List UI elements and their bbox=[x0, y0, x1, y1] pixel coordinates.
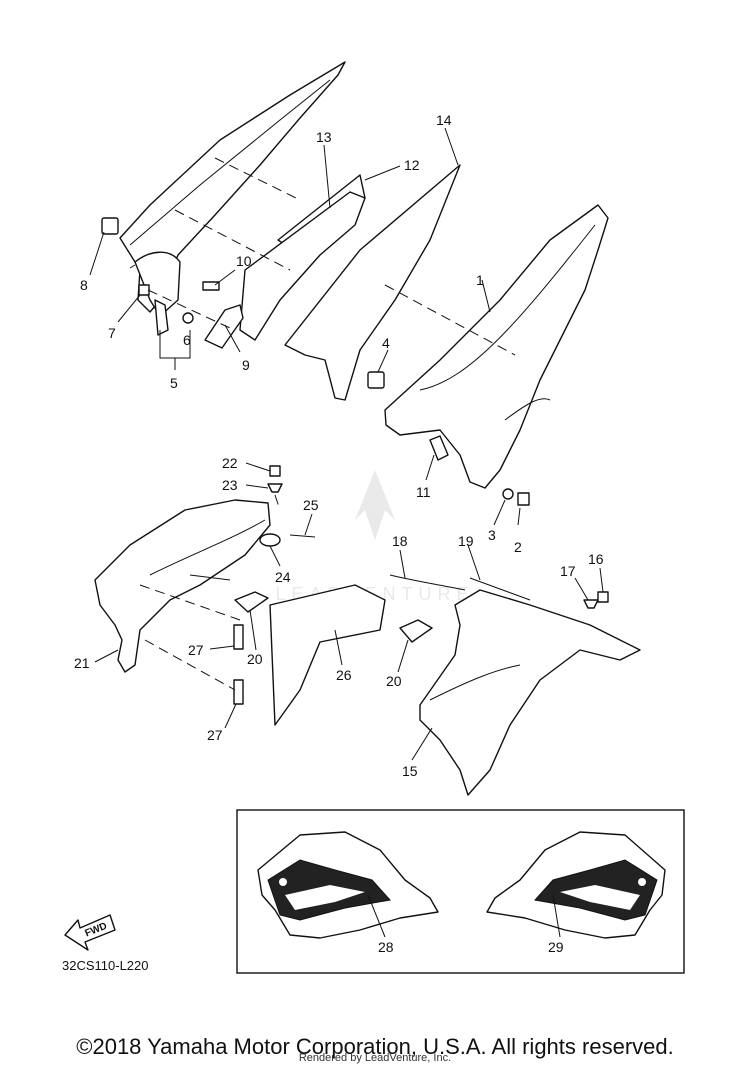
part-22-screw[interactable] bbox=[269, 465, 281, 477]
callout-20-left: 20 bbox=[247, 651, 263, 667]
part-11-grommet[interactable] bbox=[429, 435, 449, 461]
callout-14: 14 bbox=[436, 112, 452, 128]
diagram-code: 32CS110-L220 bbox=[62, 958, 149, 973]
part-8-clip[interactable] bbox=[101, 217, 119, 235]
callout-9: 9 bbox=[242, 357, 250, 373]
callout-16: 16 bbox=[588, 551, 604, 567]
part-24-washer[interactable] bbox=[259, 533, 281, 547]
part-7-bolt[interactable] bbox=[138, 284, 150, 296]
part-14-panel[interactable] bbox=[284, 164, 461, 401]
part-25-strip[interactable] bbox=[289, 534, 316, 538]
part-10-bolt[interactable] bbox=[202, 281, 220, 291]
part-6-washer[interactable] bbox=[182, 312, 194, 324]
watermark-logo: LEADVENTURE bbox=[275, 470, 469, 604]
callout-28: 28 bbox=[378, 939, 394, 955]
callout-27-lower: 27 bbox=[207, 727, 223, 743]
part-1-side-cover-right[interactable] bbox=[384, 204, 609, 489]
callout-3: 3 bbox=[488, 527, 496, 543]
callout-7: 7 bbox=[108, 325, 116, 341]
part-15-shroud-right[interactable] bbox=[419, 589, 641, 796]
decal-inset-box: 28 29 bbox=[236, 809, 685, 974]
callout-27-upper: 27 bbox=[188, 642, 204, 658]
callout-1: 1 bbox=[476, 272, 484, 288]
part-27-pad-lower[interactable] bbox=[233, 679, 244, 705]
part-17-nut[interactable] bbox=[583, 599, 599, 609]
part-16-screw[interactable] bbox=[597, 591, 609, 603]
callout-4: 4 bbox=[382, 335, 390, 351]
callout-10: 10 bbox=[236, 253, 252, 269]
part-9-bracket[interactable] bbox=[204, 304, 244, 349]
callout-12: 12 bbox=[404, 157, 420, 173]
callout-2: 2 bbox=[514, 539, 522, 555]
callout-6: 6 bbox=[183, 332, 191, 348]
callout-8: 8 bbox=[80, 277, 88, 293]
callout-17: 17 bbox=[560, 563, 576, 579]
part-2-bolt[interactable] bbox=[517, 492, 530, 506]
callout-5: 5 bbox=[170, 375, 178, 391]
part-20-clip-right[interactable] bbox=[399, 619, 433, 643]
part-26-panel[interactable] bbox=[269, 584, 386, 726]
callout-13: 13 bbox=[316, 129, 332, 145]
part-18-strip[interactable] bbox=[389, 574, 466, 591]
part-28-decal-left[interactable]: 28 bbox=[257, 831, 439, 955]
fwd-arrow-icon: FWD bbox=[64, 914, 116, 951]
callout-21: 21 bbox=[74, 655, 90, 671]
callout-29: 29 bbox=[548, 939, 564, 955]
part-20-clip-left[interactable] bbox=[234, 591, 269, 613]
part-3-washer[interactable] bbox=[502, 488, 514, 500]
copyright-text: ©2018 Yamaha Motor Corporation, U.S.A. A… bbox=[76, 1034, 674, 1059]
callout-22: 22 bbox=[222, 455, 238, 471]
part-23-nut[interactable] bbox=[267, 483, 283, 493]
part-27-pad-upper[interactable] bbox=[233, 624, 244, 650]
callout-26: 26 bbox=[336, 667, 352, 683]
callout-11: 11 bbox=[416, 484, 431, 500]
callout-18: 18 bbox=[392, 533, 408, 549]
callout-24: 24 bbox=[275, 569, 291, 585]
callout-19: 19 bbox=[458, 533, 474, 549]
callout-15: 15 bbox=[402, 763, 418, 779]
part-21-shroud-left[interactable] bbox=[94, 499, 271, 673]
part-13-side-cover-left[interactable] bbox=[119, 61, 346, 336]
rendered-by-text: Rendered by LeadVenture, Inc. bbox=[298, 1052, 452, 1064]
callout-20-right: 20 bbox=[386, 673, 402, 689]
callout-23: 23 bbox=[222, 477, 238, 493]
part-4-clip[interactable] bbox=[367, 371, 385, 389]
part-13-pad[interactable] bbox=[239, 191, 366, 341]
part-29-decal-right[interactable]: 29 bbox=[486, 831, 666, 955]
part-19-strip[interactable] bbox=[469, 577, 531, 601]
callout-labels: 1 2 3 4 5 6 7 8 9 10 11 12 13 14 15 16 1 bbox=[74, 112, 604, 779]
callout-25: 25 bbox=[303, 497, 319, 513]
